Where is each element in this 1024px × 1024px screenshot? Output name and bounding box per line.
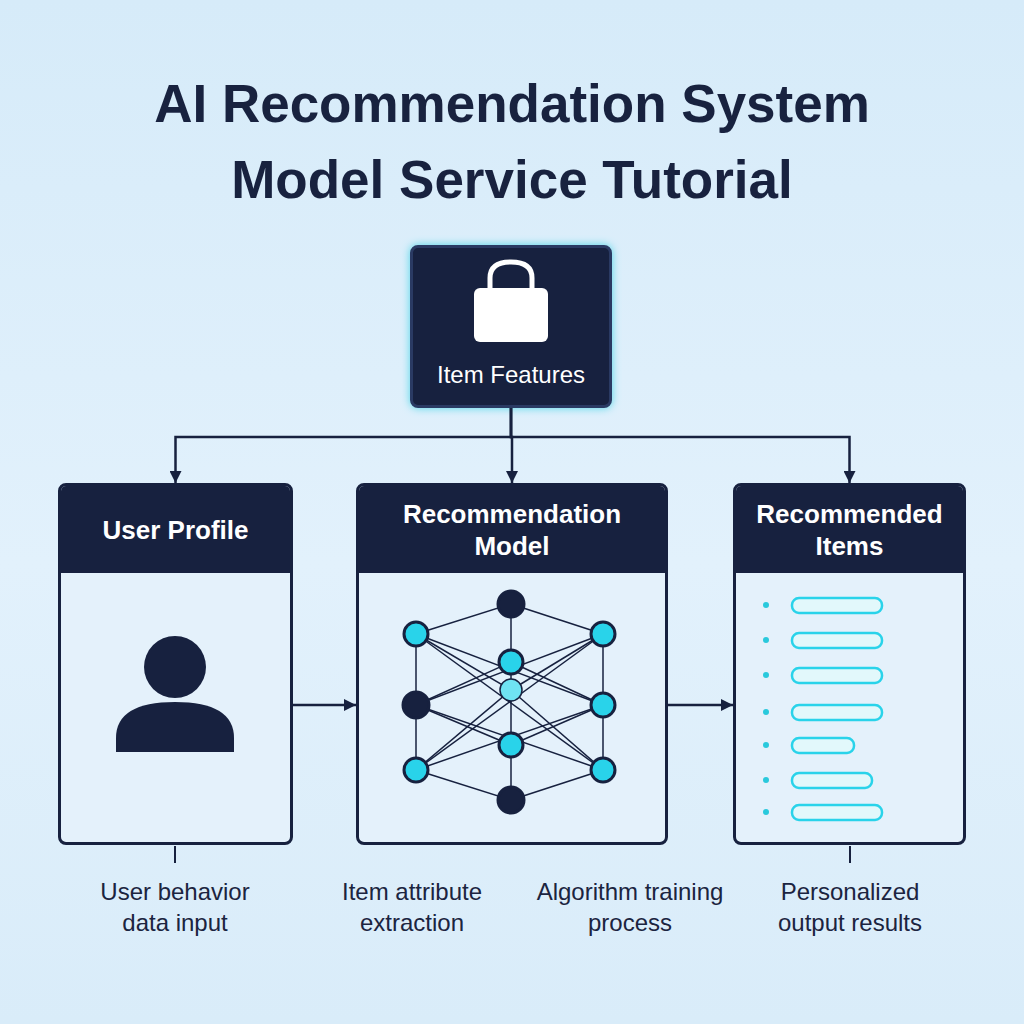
feature-box: Item Features	[410, 245, 612, 408]
net-link	[416, 705, 511, 745]
panel-header: Recommended Items	[736, 486, 963, 573]
panel-header: User Profile	[61, 486, 290, 573]
list-dot	[763, 672, 769, 678]
item-list	[763, 598, 882, 820]
net-link	[511, 705, 603, 745]
label-ticks	[175, 846, 850, 863]
list-bar	[792, 705, 882, 720]
net-link	[416, 634, 603, 770]
list-dot	[763, 777, 769, 783]
net-link	[511, 634, 603, 690]
person-body	[116, 702, 234, 752]
panel-title: User Profile	[103, 514, 249, 546]
neural-nodes	[403, 591, 615, 813]
panel-title: Recommendation Model	[369, 498, 655, 562]
list-bar	[792, 633, 882, 648]
net-node	[500, 679, 522, 701]
net-link	[510, 690, 512, 745]
panel-title: Recommended Items	[746, 498, 953, 562]
step-caption: User behavior data input	[80, 876, 270, 938]
net-link	[415, 705, 417, 770]
net-link	[416, 634, 603, 705]
bag-handle	[490, 262, 532, 290]
list-dot	[763, 602, 769, 608]
process-panel: Recommended Items	[733, 483, 966, 845]
net-link	[511, 690, 603, 770]
list-dot	[763, 637, 769, 643]
flow-arrow	[176, 408, 512, 483]
box-label: Item Features	[437, 361, 585, 389]
net-link	[416, 705, 603, 770]
list-dot	[763, 742, 769, 748]
step-caption: Personalized output results	[755, 876, 945, 938]
list-bar	[792, 805, 882, 820]
net-link	[416, 634, 603, 770]
net-node	[591, 758, 615, 782]
net-link	[511, 604, 603, 634]
net-link	[416, 770, 511, 800]
person-head	[144, 636, 206, 698]
net-link	[416, 705, 603, 770]
net-node	[499, 650, 523, 674]
net-link	[510, 745, 512, 800]
step-caption: Item attribute extraction	[312, 876, 512, 938]
tick-line	[849, 846, 851, 863]
neural-net	[416, 604, 603, 800]
net-link	[416, 604, 511, 634]
flow-arrow	[511, 408, 512, 483]
step-caption: Algorithm training process	[523, 876, 738, 938]
list-dot	[763, 809, 769, 815]
net-link	[415, 634, 417, 705]
list-bar	[792, 598, 882, 613]
list-bar	[792, 738, 854, 753]
net-link	[511, 662, 603, 705]
person-icon	[116, 636, 234, 752]
flow-arrow	[293, 704, 356, 707]
process-panel: User Profile	[58, 483, 293, 845]
net-node	[499, 733, 523, 757]
flow-arrow	[511, 408, 850, 483]
net-link	[416, 690, 511, 770]
flow-arrow	[668, 704, 733, 707]
tick-line	[174, 846, 176, 863]
panel-header: Recommendation Model	[359, 486, 665, 573]
net-link	[416, 634, 603, 705]
net-link	[510, 604, 512, 662]
list-bar	[792, 668, 882, 683]
net-node	[591, 622, 615, 646]
bag-body	[474, 288, 548, 342]
net-link	[602, 705, 604, 770]
list-dot	[763, 709, 769, 715]
net-node	[404, 622, 428, 646]
net-node	[404, 758, 428, 782]
net-node	[498, 787, 524, 813]
diagram-title: AI Recommendation System Model Service T…	[102, 66, 922, 218]
net-node	[591, 693, 615, 717]
net-node	[403, 692, 429, 718]
list-bar	[792, 773, 872, 788]
net-link	[416, 634, 511, 690]
net-node	[498, 591, 524, 617]
process-panel: Recommendation Model	[356, 483, 668, 845]
bag-icon	[474, 262, 548, 342]
net-link	[602, 634, 604, 705]
net-link	[511, 770, 603, 800]
net-link	[416, 662, 511, 705]
net-link	[510, 662, 512, 690]
